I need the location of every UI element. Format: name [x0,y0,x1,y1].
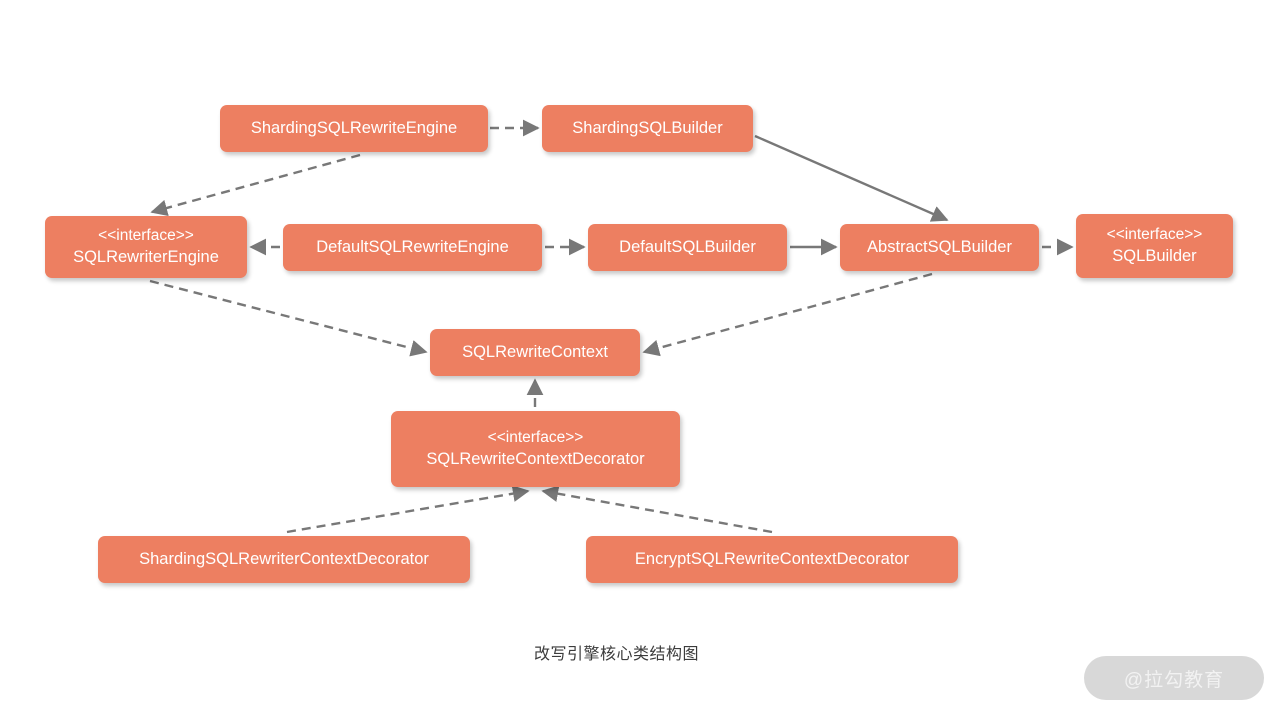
class-node-sql-builder[interactable]: <<interface>> SQLBuilder [1076,214,1233,278]
edge-sql-rewriter-engine-to-sql-rewrite-context [149,279,428,357]
edges-group [149,119,1074,534]
class-node-sharding-sql-builder[interactable]: ShardingSQLBuilder [542,105,753,152]
class-node-default-sql-builder[interactable]: DefaultSQLBuilder [588,224,787,271]
class-node-default-sql-rewrite-engine[interactable]: DefaultSQLRewriteEngine [283,224,542,271]
edge-sharding-sql-builder-to-abstract-sql-builder [754,134,949,222]
class-name-label: DefaultSQLRewriteEngine [316,238,509,257]
stereotype-label: <<interface>> [98,226,194,244]
class-name-label: ShardingSQLRewriteEngine [250,119,458,138]
class-name-label: ShardingSQLBuilder [572,119,723,138]
edge-encrypt-sql-rewrite-context-decorator-to-sql-rewrite-context-decorator [541,485,773,534]
class-node-sql-rewriter-engine[interactable]: <<interface>> SQLRewriterEngine [45,216,247,278]
class-node-sharding-sql-rewriter-context-decorator[interactable]: ShardingSQLRewriterContextDecorator [98,536,470,583]
edge-sharding-sql-rewriter-context-decorator-to-sql-rewrite-context-decorator [286,485,530,534]
class-node-encrypt-sql-rewrite-context-decorator[interactable]: EncryptSQLRewriteContextDecorator [586,536,958,583]
class-node-sharding-sql-rewrite-engine[interactable]: ShardingSQLRewriteEngine [220,105,488,152]
stereotype-label: <<interface>> [1106,225,1203,243]
stereotype-label: <<interface>> [487,428,584,446]
edge-abstract-sql-builder-to-sql-rewrite-context [642,272,933,357]
class-name-label: SQLRewriteContext [462,343,608,362]
class-name-label: SQLRewriteContextDecorator [426,450,645,469]
class-name-label: AbstractSQLBuilder [867,238,1012,257]
class-name-label: SQLBuilder [1112,247,1197,266]
class-name-label: SQLRewriterEngine [73,248,219,267]
class-name-label: DefaultSQLBuilder [619,238,756,257]
watermark-badge: @拉勾教育 [1084,656,1264,700]
class-name-label: ShardingSQLRewriterContextDecorator [139,550,429,569]
class-node-sql-rewrite-context[interactable]: SQLRewriteContext [430,329,640,376]
edge-sharding-sql-rewrite-engine-to-sql-rewriter-engine [150,153,361,217]
class-node-sql-rewrite-context-decorator[interactable]: <<interface>> SQLRewriteContextDecorator [391,411,680,487]
diagram-caption: 改写引擎核心类结构图 [534,646,700,663]
class-name-label: EncryptSQLRewriteContextDecorator [634,550,910,569]
class-node-abstract-sql-builder[interactable]: AbstractSQLBuilder [840,224,1039,271]
